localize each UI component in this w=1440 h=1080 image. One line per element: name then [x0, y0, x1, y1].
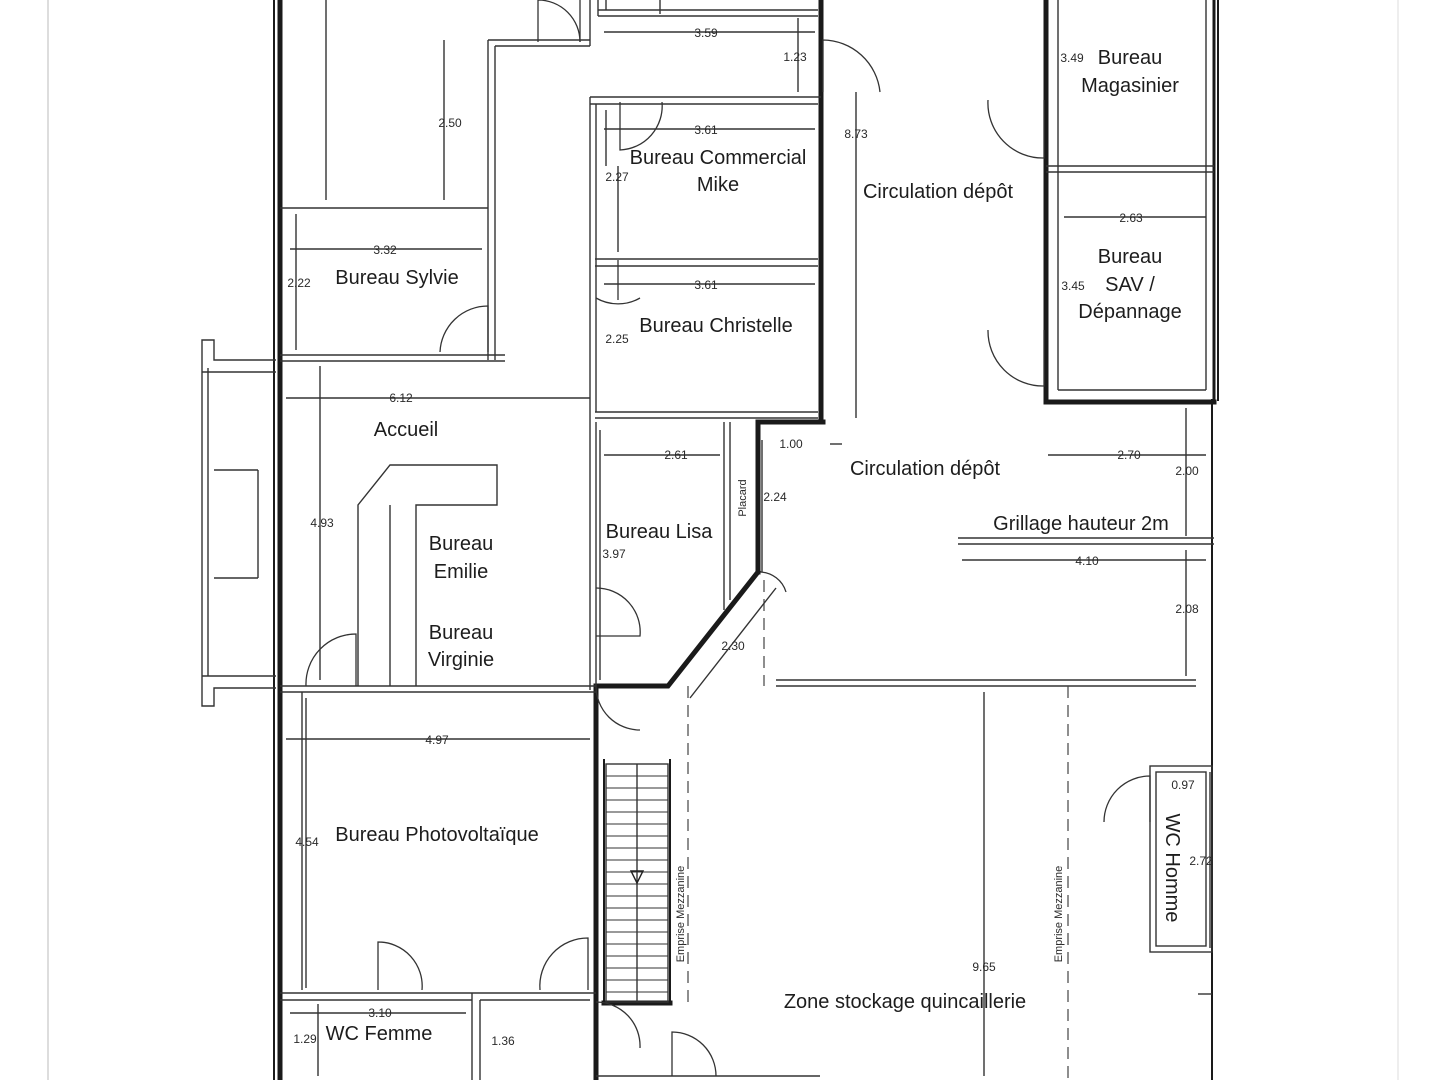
dimension-labels: 3.59 1.23 3.49 2.50 3.61 8.73 2.27 2.63 …: [287, 26, 1213, 1048]
dim-label: 2.24: [763, 490, 787, 504]
dim-label: 3.61: [694, 123, 718, 137]
room-label-bureau-sav-1: Bureau: [1098, 246, 1163, 268]
dim-label: 3.59: [694, 26, 718, 40]
doors: [305, 0, 1151, 1077]
entrance-porch: [201, 339, 276, 707]
room-label-bureau-lisa: Bureau Lisa: [606, 521, 714, 543]
dim-label: 8.73: [844, 127, 868, 141]
room-label-bureau-emilie-2: Emilie: [434, 561, 488, 583]
room-label-bureau-commercial-1: Bureau Commercial: [630, 147, 807, 169]
dim-label: 3.10: [368, 1006, 392, 1020]
dimension-lines: [286, 0, 1211, 1076]
dim-label: 2.72: [1189, 854, 1213, 868]
dim-label: 2.00: [1175, 464, 1199, 478]
dim-label: 2.50: [438, 116, 462, 130]
dim-label: 4.54: [295, 835, 319, 849]
room-label-bureau-magasinier-1: Bureau: [1098, 47, 1163, 69]
room-label-bureau-photovoltaique: Bureau Photovoltaïque: [335, 824, 539, 846]
exterior-walls: [273, 0, 1219, 1080]
staircase: [605, 763, 669, 1003]
dim-label: 2.30: [721, 639, 745, 653]
dim-label: 2.70: [1117, 448, 1141, 462]
room-label-bureau-magasinier-2: Magasinier: [1081, 75, 1179, 97]
dim-label: 1.36: [491, 1034, 515, 1048]
magasinier-sav-block: [1043, 0, 1217, 405]
dim-label: 2.27: [605, 170, 629, 184]
room-label-bureau-sylvie: Bureau Sylvie: [335, 267, 458, 289]
room-label-bureau-commercial-2: Mike: [697, 174, 739, 196]
room-label-zone-stockage: Zone stockage quincaillerie: [784, 991, 1026, 1013]
dim-label: 1.23: [783, 50, 807, 64]
label-emprise-mezzanine-1: Emprise Mezzanine: [675, 866, 687, 963]
room-label-accueil: Accueil: [374, 419, 438, 441]
dim-label: 4.10: [1075, 554, 1099, 568]
room-label-bureau-christelle: Bureau Christelle: [639, 315, 792, 337]
dim-label: 1.00: [779, 437, 803, 451]
dim-label: 4.93: [310, 516, 334, 530]
mezzanine-outline: [687, 580, 1069, 1080]
room-label-bureau-virginie-1: Bureau: [429, 622, 494, 644]
room-label-bureau-virginie-2: Virginie: [428, 649, 494, 671]
room-label-circulation-depot-top: Circulation dépôt: [863, 181, 1014, 203]
dim-label: 2.63: [1119, 211, 1143, 225]
dim-label: 0.97: [1171, 778, 1195, 792]
dim-label: 9.65: [972, 960, 996, 974]
dim-label: 3.97: [602, 547, 626, 561]
dim-label: 2.22: [287, 276, 311, 290]
stair-arrow-icon: [629, 870, 645, 885]
dim-label: 3.32: [373, 243, 397, 257]
room-labels: Bureau Magasinier Bureau Commercial Mike…: [326, 47, 1183, 1045]
room-label-wc-femme: WC Femme: [326, 1023, 433, 1045]
room-label-grillage: Grillage hauteur 2m: [993, 513, 1169, 535]
room-label-wc-homme: WC Homme: [1161, 814, 1183, 923]
dim-label: 6.12: [389, 391, 413, 405]
dim-label: 1.29: [293, 1032, 317, 1046]
dim-label: 2.25: [605, 332, 629, 346]
label-emprise-mezzanine-2: Emprise Mezzanine: [1053, 866, 1065, 963]
dim-label: 4.97: [425, 733, 449, 747]
dim-label: 3.49: [1060, 51, 1084, 65]
room-label-placard: Placard: [737, 479, 749, 516]
dim-label: 2.08: [1175, 602, 1199, 616]
room-label-circulation-depot-mid: Circulation dépôt: [850, 458, 1001, 480]
room-label-bureau-emilie-1: Bureau: [429, 533, 494, 555]
dim-label: 2.61: [664, 448, 688, 462]
room-label-bureau-sav-3: Dépannage: [1078, 301, 1181, 323]
room-label-bureau-sav-2: SAV /: [1105, 274, 1155, 296]
dim-label: 3.61: [694, 278, 718, 292]
dim-label: 3.45: [1061, 279, 1085, 293]
